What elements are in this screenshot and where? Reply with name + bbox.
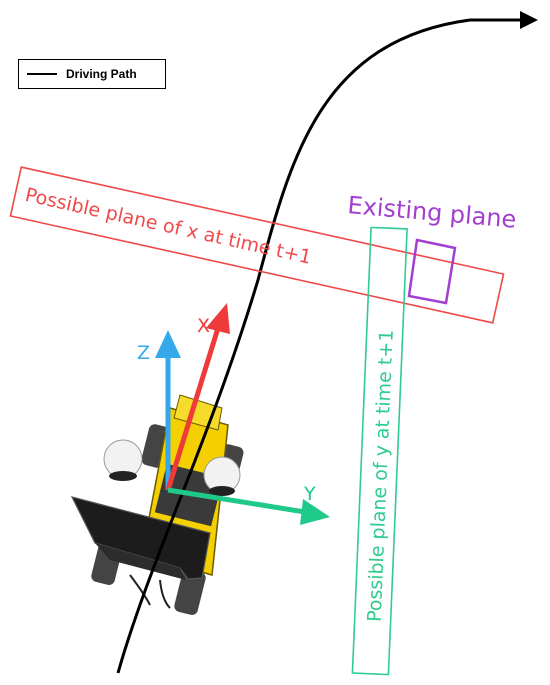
legend-line-swatch xyxy=(27,73,57,75)
legend-driving-path-label: Driving Path xyxy=(66,67,137,81)
axis-x-label: X xyxy=(197,315,210,337)
axis-x: X xyxy=(165,303,230,491)
antenna-left-base xyxy=(109,471,137,481)
axis-z-label: Z xyxy=(137,342,150,364)
plane-x-label: Possible plane of x at time t+1 xyxy=(23,184,313,269)
robot-panel-edge xyxy=(95,543,186,580)
axis-y-line xyxy=(167,487,306,515)
axis-z-arrowhead xyxy=(155,330,181,358)
existing-plane-rect xyxy=(407,238,457,305)
axis-y-label: Y xyxy=(303,483,316,505)
robot xyxy=(70,394,244,615)
robot-cables xyxy=(129,574,171,609)
plane-y-group: Possible plane of y at time t+1 xyxy=(351,226,408,676)
antenna-right-base xyxy=(209,486,235,496)
plane-x-rect xyxy=(9,166,505,324)
axis-y-arrowhead xyxy=(300,499,330,525)
driving-path-arrowhead xyxy=(520,11,538,29)
axis-x-arrowhead xyxy=(206,303,230,334)
plane-y-rect xyxy=(351,226,408,676)
legend: Driving Path xyxy=(18,59,166,89)
robot-wheel xyxy=(174,569,206,615)
axis-y: Y xyxy=(167,483,330,525)
axis-x-line xyxy=(165,327,221,491)
driving-path-line xyxy=(116,18,522,674)
axis-z: Z xyxy=(137,330,181,490)
